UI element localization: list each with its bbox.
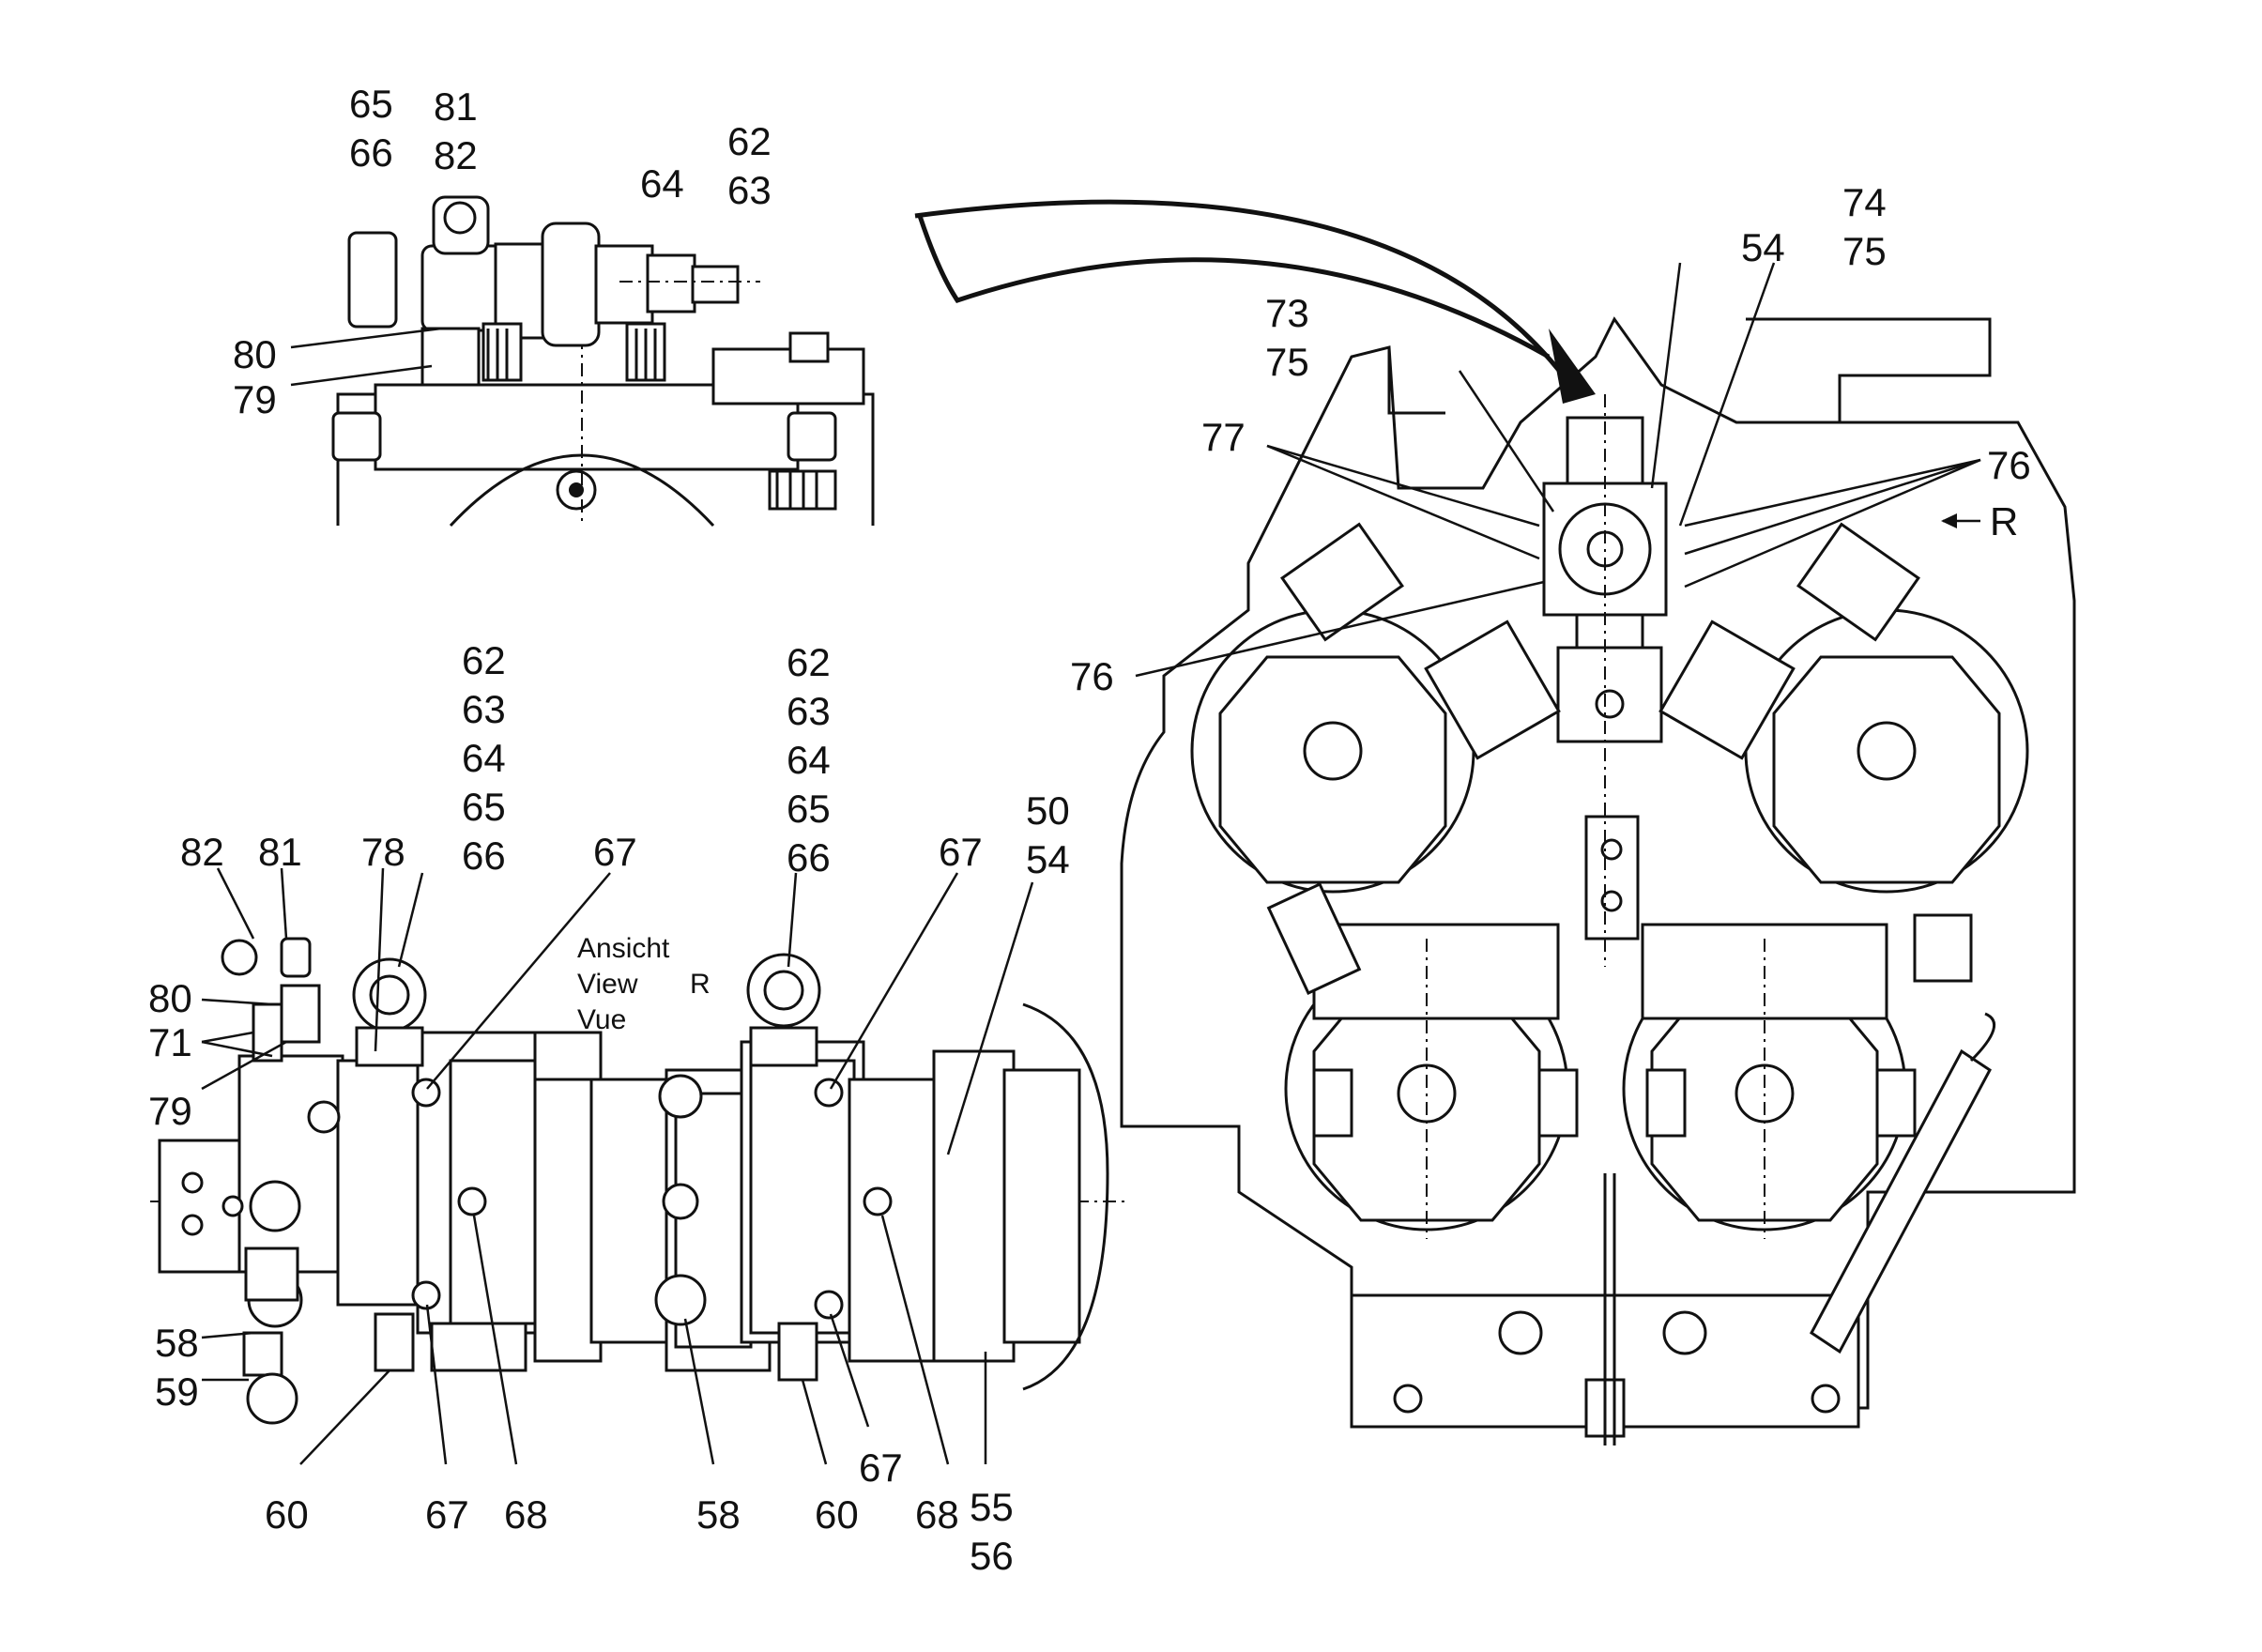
callout-label: 60 — [815, 1492, 859, 1537]
side-view-bottom-left — [150, 937, 1126, 1425]
view-direction-marker: R — [1941, 499, 2018, 543]
callout-label: 82 — [434, 133, 478, 177]
view-caption-letter: R — [690, 969, 711, 1000]
view-caption-line2: View — [577, 969, 638, 1000]
callout-label: 63 — [462, 687, 506, 731]
callout-label: 80 — [148, 976, 192, 1020]
callout-label: 66 — [462, 834, 506, 878]
detail-view-top-left — [331, 195, 875, 528]
callout-label: 67 — [425, 1492, 469, 1537]
callout-label: 58 — [155, 1321, 199, 1365]
callout-label: 66 — [787, 835, 831, 880]
callout-label: 73 — [1265, 291, 1309, 335]
callout-label: 68 — [915, 1492, 959, 1537]
callout-label: 79 — [148, 1089, 192, 1133]
callout-label: 56 — [970, 1534, 1014, 1578]
callout-label: 62 — [462, 638, 506, 682]
callout-label: 81 — [434, 84, 478, 129]
callout-label: 76 — [1070, 654, 1114, 698]
callout-label: 54 — [1026, 837, 1070, 881]
callout-label: 55 — [970, 1485, 1014, 1529]
callout-label: 62 — [787, 640, 831, 684]
callout-labels: 65 66 81 82 64 62 63 80 79 73 75 74 75 5… — [148, 82, 2031, 1578]
callout-label: 59 — [155, 1369, 199, 1414]
callout-label: 82 — [180, 830, 224, 874]
callout-label: 78 — [361, 830, 405, 874]
callout-label: 65 — [349, 82, 393, 126]
callout-label: 67 — [859, 1446, 903, 1490]
callout-label: 54 — [1741, 225, 1785, 269]
callout-label: 68 — [504, 1492, 548, 1537]
leader-lines — [201, 262, 1981, 1465]
callout-label: 62 — [727, 119, 772, 163]
detail-reference-arrow — [914, 199, 1596, 404]
view-marker-letter: R — [1990, 499, 2018, 543]
callout-label: 64 — [462, 736, 506, 780]
callout-label: 67 — [593, 830, 637, 874]
callout-label: 66 — [349, 130, 393, 175]
view-caption-line3: Vue — [577, 1004, 626, 1035]
callout-label: 65 — [462, 785, 506, 829]
callout-label: 76 — [1987, 443, 2031, 487]
callout-label: 63 — [727, 168, 772, 212]
callout-label: 58 — [696, 1492, 741, 1537]
view-caption: Ansicht View R Vue — [577, 933, 711, 1035]
callout-label: 50 — [1026, 788, 1070, 833]
callout-label: 77 — [1201, 415, 1246, 459]
callout-label: 64 — [640, 161, 684, 206]
callout-label: 65 — [787, 787, 831, 831]
callout-label: 63 — [787, 689, 831, 733]
callout-label: 80 — [233, 332, 277, 376]
callout-label: 79 — [233, 377, 277, 421]
main-view-right — [1120, 316, 2076, 1446]
callout-label: 60 — [265, 1492, 309, 1537]
callout-label: 81 — [258, 830, 302, 874]
callout-label: 75 — [1842, 229, 1887, 273]
callout-label: 74 — [1842, 180, 1887, 224]
view-caption-line1: Ansicht — [577, 933, 670, 964]
callout-label: 71 — [148, 1020, 192, 1064]
callout-label: 64 — [787, 738, 831, 782]
callout-label: 67 — [939, 830, 983, 874]
callout-label: 75 — [1265, 340, 1309, 384]
